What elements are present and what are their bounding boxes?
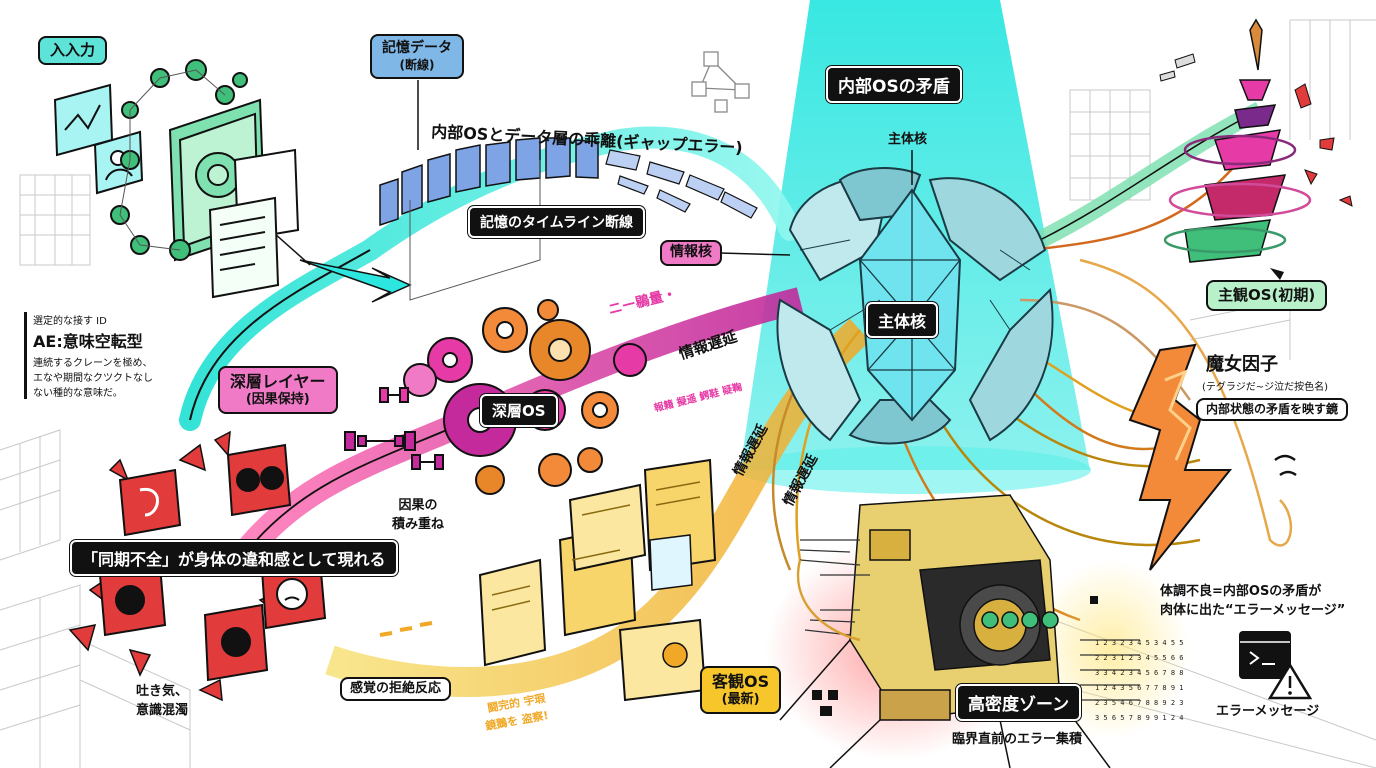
input-doc-cards (208, 148, 300, 299)
circuit-board-icon (779, 494, 1111, 768)
input-label: 入入力 (38, 36, 108, 65)
deep-layer-sub: (因果保持) (245, 392, 310, 407)
ae-desc-3: ない種的な意味だ。 (33, 388, 123, 399)
memory-data-callout: 記憶データ (断線) (370, 34, 464, 79)
subjective-os-label: 主観OS(初期) (1206, 280, 1328, 311)
bg-grid-left (0, 174, 191, 768)
yellow-dashes (379, 621, 433, 637)
deep-os-label: 深層OS (480, 394, 558, 427)
internal-os-conflict-label: 内部OSの矛盾 (826, 66, 962, 103)
error-terminal-icon (1239, 631, 1291, 679)
ae-title: AE:意味空転型 (33, 332, 143, 351)
heads-conflict-icon (226, 443, 292, 517)
svg-text:1 2 4 3 5 6 7 7 8 9 1: 1 2 4 3 5 6 7 7 8 9 1 (1095, 684, 1184, 692)
causality-line-2: 積み重ね (392, 517, 445, 532)
svg-text:2 2 3 1 2 3 4 5 5 6 6: 2 2 3 1 2 3 4 5 5 6 6 (1095, 654, 1184, 662)
illness-explanation: 体調不良=内部OSの矛盾が 肉体に出た“エラーメッセージ” (1160, 580, 1345, 618)
objective-os-sub: (最新) (721, 692, 760, 707)
graph-nodes-icon (691, 51, 750, 113)
info-core-label: 情報核 (660, 240, 722, 266)
core-center-label: 主体核 (866, 302, 939, 338)
ae-desc-2: エなや期間なクツクトなし (33, 373, 153, 384)
timeline-blocks (379, 137, 599, 227)
objective-os-title: 客観OS (712, 672, 770, 691)
illness-line-2: 肉体に出た“エラーメッセージ” (1160, 603, 1346, 618)
spire-shards (1159, 53, 1353, 207)
deep-layer-title: 深層レイヤー (230, 372, 326, 391)
witch-factor-sub: (テグラジだ~ジ泣だ按色名) (1202, 382, 1328, 393)
high-density-zone-label: 高密度ゾーン (956, 684, 1082, 721)
svg-text:3 3 4 2 3 4 5 6 7 8 8: 3 3 4 2 3 4 5 6 7 8 8 (1095, 669, 1184, 677)
timeline-break-label: 記憶のタイムライン断線 (468, 206, 646, 238)
circuit-traces (799, 539, 1140, 701)
witch-mirror-label: 内部状態の矛盾を映す鏡 (1196, 398, 1349, 421)
critical-errors-label: 臨界直前のエラー集積 (952, 732, 1083, 747)
stomach-icon (118, 468, 182, 537)
warning-triangle-icon (1267, 662, 1313, 700)
memory-data-sub: (断線) (399, 57, 435, 72)
illness-line-1: 体調不良=内部OSの矛盾が (1160, 584, 1322, 599)
number-matrix: 1 2 3 2 3 4 5 3 4 5 5 2 2 3 1 2 3 4 5 5 … (1095, 639, 1184, 722)
ae-desc-1: 連続するクレーンを極め、 (33, 358, 153, 369)
causality-line-1: 因果の (398, 498, 438, 513)
nausea-label: 吐き気、 意識混濁 (136, 680, 188, 718)
nausea-line-1: 吐き気、 (136, 684, 189, 699)
brain-pain-icon (203, 603, 269, 682)
svg-text:2 3 5 4 6 7 8 8 9 2 3: 2 3 5 4 6 7 8 8 9 2 3 (1095, 699, 1184, 707)
dumbbell-icon (344, 387, 444, 470)
headache-icon (98, 563, 167, 637)
svg-text:1 2 3 2 3 4 5 3 4 5 5: 1 2 3 2 3 4 5 3 4 5 5 (1095, 639, 1184, 647)
deep-layer-callout: 深層レイヤー (因果保持) (218, 366, 338, 415)
causality-label: 因果の 積み重ね (392, 494, 444, 532)
ae-definition-block: 選定的な接す ID AE:意味空転型 連続するクレーンを極め、 エなや期間なクツ… (24, 312, 153, 399)
sync-failure-label: 「同期不全」が身体の違和感として現れる (70, 540, 398, 576)
circuit-chips (812, 596, 1098, 716)
error-message-label: エラーメッセージ (1216, 704, 1320, 719)
timeline-shards (605, 149, 758, 219)
document-card-icon (478, 458, 717, 702)
spire-icon (1163, 18, 1312, 263)
sensory-rejection-label: 感覚の拒絶反応 (340, 677, 452, 702)
core-top-label: 主体核 (888, 132, 928, 147)
objective-os-callout: 客観OS (最新) (700, 666, 782, 715)
svg-text:3 5 6 5 7 8 9 9 1 2 4: 3 5 6 5 7 8 9 9 1 2 4 (1095, 714, 1184, 722)
memory-data-title: 記憶データ (382, 40, 452, 56)
witch-factor-title: 魔女因子 (1206, 354, 1278, 375)
nausea-line-2: 意識混濁 (136, 703, 189, 718)
ae-small-label: 選定的な接す ID (33, 316, 107, 327)
